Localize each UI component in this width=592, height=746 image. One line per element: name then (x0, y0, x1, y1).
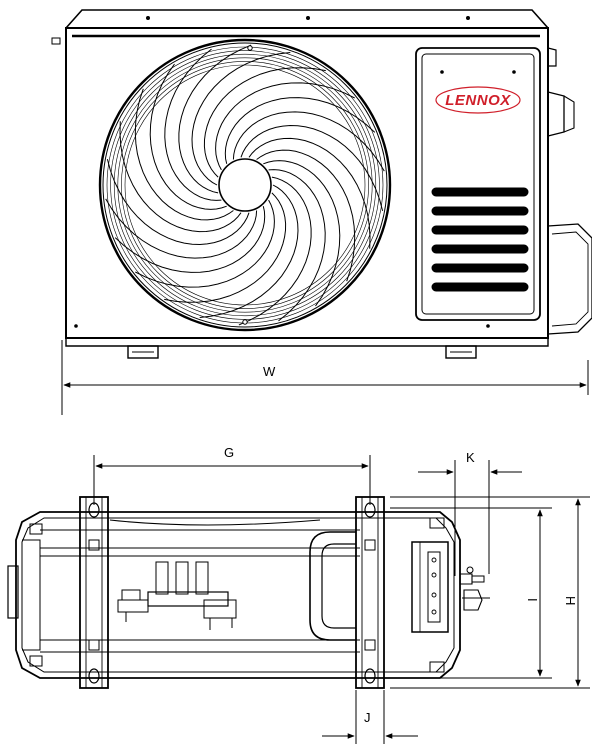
lennox-logo-outline (435, 86, 521, 114)
foot-right (445, 345, 477, 359)
top-view (7, 496, 490, 689)
control-panel (415, 47, 541, 321)
fan-guard-spiral (119, 121, 242, 233)
label-g: G (224, 445, 234, 460)
fan-guard-spiral (149, 63, 227, 210)
top-view-body (15, 511, 461, 679)
dimension-w (61, 340, 589, 415)
lennox-logo: LENNOX (445, 92, 511, 109)
mount-bracket-left (79, 496, 109, 689)
label-h: H (563, 596, 578, 605)
fan-guard-spiral (164, 192, 287, 303)
fan-guard-spiral (256, 149, 356, 282)
foot-left (127, 345, 159, 359)
vent-slots (431, 187, 529, 292)
fan-guard-spiral (268, 169, 326, 322)
service-valve-block (411, 541, 449, 633)
fan-guard-spiral (134, 88, 234, 221)
fan-guard-spiral (199, 184, 299, 318)
side-handle (547, 47, 557, 67)
top-cover (65, 9, 549, 29)
fan-guard-spiral (114, 206, 266, 273)
dimension-h (390, 496, 590, 689)
fan-guard-ring (124, 64, 366, 306)
fan-guard-spiral (248, 137, 371, 249)
fan-guard-spiral (240, 124, 384, 212)
fan-guard-spiral (106, 158, 250, 246)
fan-guard-ring (106, 46, 384, 324)
fan-guard-spiral (191, 52, 291, 186)
label-w: W (263, 364, 276, 379)
label-j: J (364, 710, 371, 725)
mount-bracket-right (355, 496, 385, 689)
label-k: K (466, 450, 475, 465)
dimension-i (390, 507, 552, 679)
dimension-g (93, 455, 371, 505)
fan-guard-ring (113, 53, 377, 317)
dimension-j (322, 690, 418, 744)
fan-guard-spiral (164, 48, 222, 201)
fan-guard-spiral (263, 160, 341, 307)
label-i: I (525, 598, 540, 602)
fan-guard-spiral (215, 82, 355, 171)
fan-guard-spiral (203, 67, 326, 178)
fan-guard-spiral (135, 199, 275, 288)
fan-guard-ring (121, 61, 369, 309)
dimension-k (418, 460, 522, 576)
fan-guard (98, 38, 392, 332)
fan-guard-spiral (105, 198, 258, 259)
fan-guard-spiral (178, 44, 252, 194)
refrigerant-pipe (309, 531, 356, 641)
valve-cover (547, 223, 592, 335)
fan-guard-spiral (224, 97, 376, 164)
fan-guard-spiral (232, 111, 385, 172)
fan-guard-ring (117, 57, 373, 313)
fan-guard-spiral (238, 176, 312, 326)
front-view (51, 9, 592, 359)
